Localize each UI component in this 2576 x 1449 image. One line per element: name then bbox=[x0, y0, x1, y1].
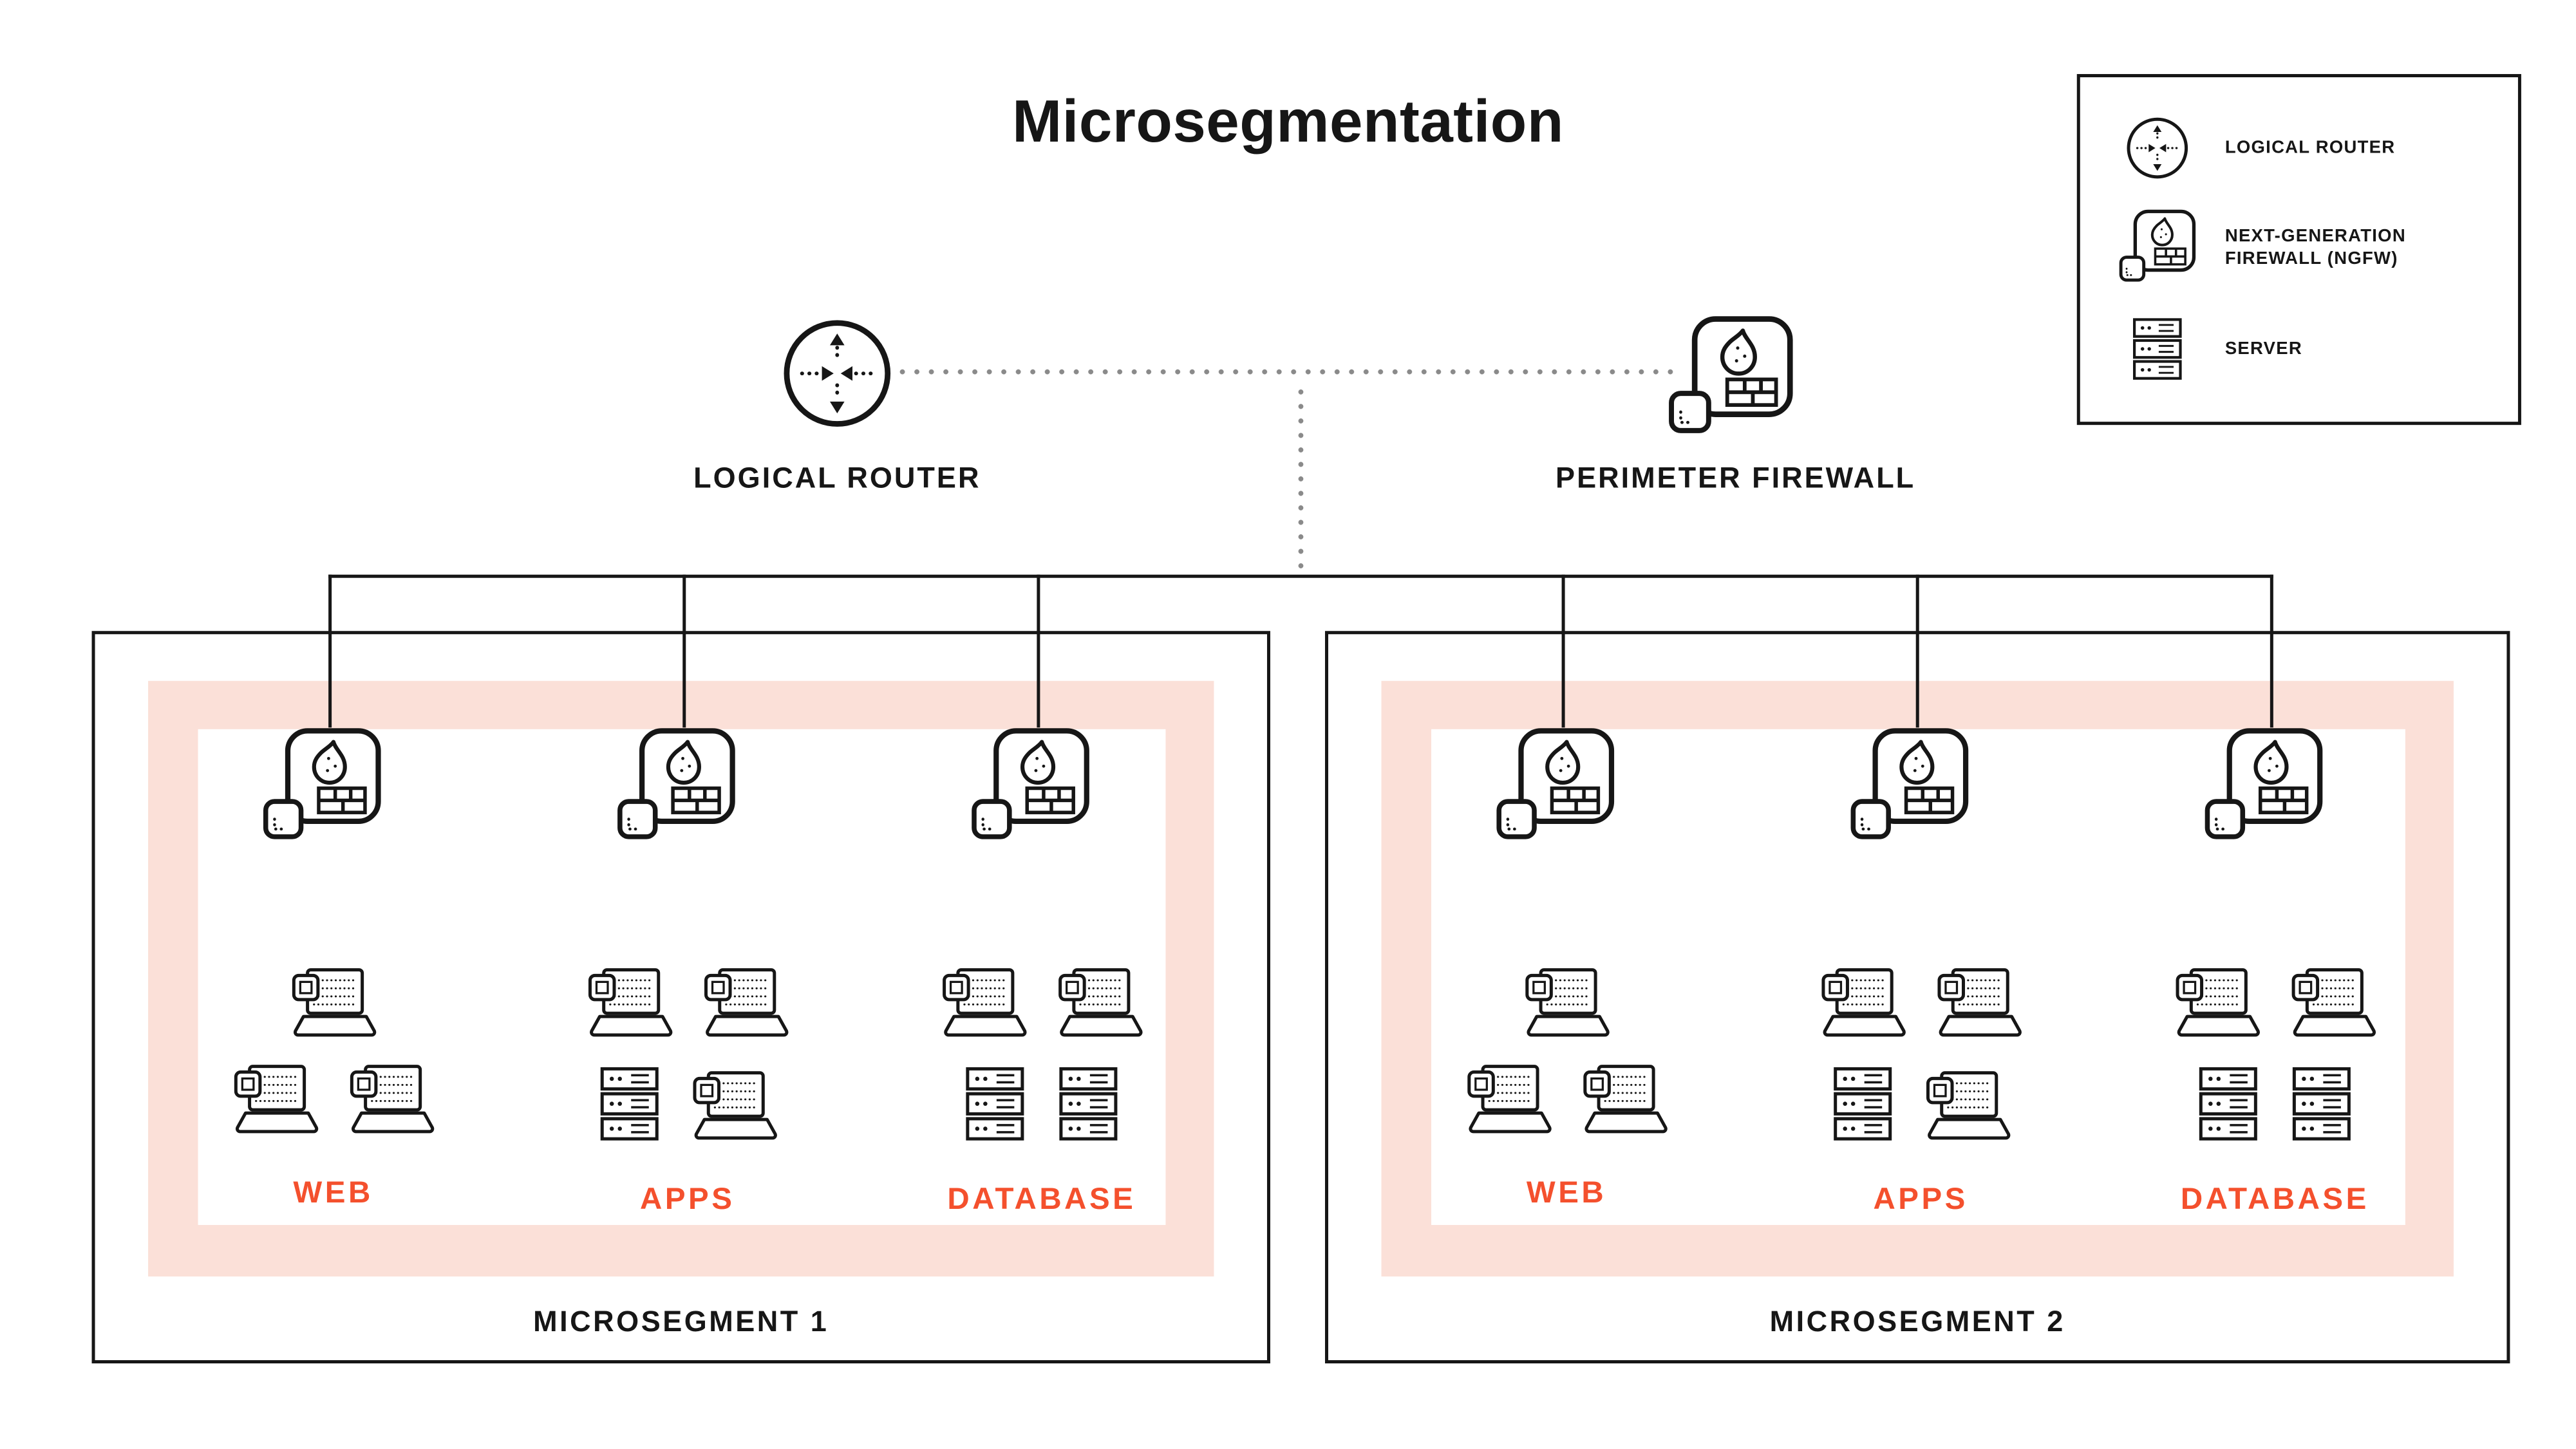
device-row bbox=[1816, 968, 2026, 1042]
tier-label: WEB bbox=[1526, 1176, 1607, 1211]
ngfw-icon bbox=[971, 727, 1090, 846]
device-row bbox=[1462, 968, 1671, 1042]
laptop-icon bbox=[1520, 968, 1613, 1042]
microsegment-2-tier-apps: APPS bbox=[1779, 727, 2062, 1219]
tier-label: APPS bbox=[640, 1183, 735, 1217]
device-group bbox=[937, 968, 1146, 1145]
laptop-icon bbox=[1816, 968, 1910, 1042]
ngfw-icon bbox=[1496, 727, 1615, 846]
server-icon bbox=[1053, 1064, 1123, 1145]
server-icon bbox=[959, 1064, 1030, 1145]
segment-label: MICROSEGMENT 2 bbox=[1769, 1305, 2065, 1338]
legend: LOGICAL ROUTER NEXT-GENERATION FIREWALL … bbox=[2076, 74, 2521, 425]
router-to-perimeter-firewall-connector bbox=[895, 368, 1675, 375]
server-icon bbox=[594, 1064, 665, 1145]
laptop-icon bbox=[1932, 968, 2026, 1042]
laptop-icon bbox=[287, 968, 380, 1042]
device-row bbox=[2170, 968, 2380, 1042]
server-icon bbox=[2116, 315, 2199, 383]
drop-line bbox=[682, 574, 686, 728]
laptop-icon bbox=[937, 968, 1030, 1042]
device-group bbox=[1816, 968, 2026, 1145]
device-group bbox=[1462, 968, 1671, 1138]
laptop-icon bbox=[583, 968, 676, 1042]
microsegment-1-tier-web: WEB bbox=[192, 727, 475, 1212]
logical-router-icon bbox=[2116, 116, 2199, 180]
laptop-icon bbox=[1053, 968, 1146, 1042]
tier-label: APPS bbox=[1873, 1183, 1968, 1217]
device-row bbox=[937, 968, 1146, 1042]
device-row bbox=[1462, 1064, 1671, 1138]
ngfw-icon bbox=[263, 727, 382, 846]
device-row bbox=[1816, 1064, 2026, 1145]
drop-line bbox=[1915, 574, 1919, 728]
legend-label: NEXT-GENERATION FIREWALL (NGFW) bbox=[2224, 226, 2406, 269]
laptop-icon bbox=[699, 968, 792, 1042]
device-row bbox=[937, 1064, 1146, 1145]
microsegment-1-tier-database: DATABASE bbox=[900, 727, 1183, 1219]
drop-line bbox=[1561, 574, 1565, 728]
bus-line bbox=[328, 574, 2273, 578]
drop-line bbox=[2270, 574, 2273, 728]
legend-label: SERVER bbox=[2224, 339, 2302, 359]
laptop-icon bbox=[1921, 1070, 2014, 1145]
server-icon bbox=[2193, 1064, 2264, 1145]
ngfw-icon bbox=[1850, 727, 1969, 846]
page-title: Microsegmentation bbox=[1012, 88, 1564, 155]
legend-item-server: SERVER bbox=[2116, 315, 2518, 383]
device-row bbox=[229, 1064, 438, 1138]
laptop-icon bbox=[1462, 1064, 1556, 1138]
server-icon bbox=[2286, 1064, 2357, 1145]
perimeter-firewall-label: PERIMETER FIREWALL bbox=[1556, 462, 1916, 494]
legend-label: LOGICAL ROUTER bbox=[2224, 138, 2396, 158]
device-group bbox=[2170, 968, 2380, 1145]
laptop-icon bbox=[2286, 968, 2380, 1042]
laptop-icon bbox=[2170, 968, 2264, 1042]
microsegment-1-tier-apps: APPS bbox=[546, 727, 829, 1219]
server-icon bbox=[1827, 1064, 1898, 1145]
microsegment-2-tier-database: DATABASE bbox=[2133, 727, 2416, 1219]
microsegment-2-tier-web: WEB bbox=[1425, 727, 1708, 1212]
device-group bbox=[229, 968, 438, 1138]
ngfw-icon bbox=[2116, 209, 2199, 286]
logical-router-label: LOGICAL ROUTER bbox=[693, 462, 981, 494]
drop-line bbox=[328, 574, 332, 728]
laptop-icon bbox=[344, 1064, 438, 1138]
ngfw-icon bbox=[617, 727, 736, 846]
device-row bbox=[583, 968, 792, 1042]
perimeter-to-bus-connector bbox=[1297, 384, 1304, 577]
device-row bbox=[583, 1064, 792, 1145]
tier-label: DATABASE bbox=[947, 1183, 1136, 1217]
laptop-icon bbox=[688, 1070, 781, 1145]
legend-item-logical-router: LOGICAL ROUTER bbox=[2116, 116, 2518, 180]
logical-router-icon bbox=[781, 317, 894, 430]
drop-line bbox=[1037, 574, 1040, 728]
perimeter-firewall-icon bbox=[1668, 315, 1794, 441]
ngfw-icon bbox=[2204, 727, 2323, 846]
microsegment-2: WEB APPS bbox=[1324, 631, 2510, 1364]
tier-label: WEB bbox=[293, 1176, 373, 1211]
device-row bbox=[229, 968, 438, 1042]
legend-item-ngfw: NEXT-GENERATION FIREWALL (NGFW) bbox=[2116, 209, 2518, 286]
tier-label: DATABASE bbox=[2180, 1183, 2369, 1217]
microsegment-1: WEB APPS bbox=[91, 631, 1270, 1364]
laptop-icon bbox=[1578, 1064, 1671, 1138]
device-row bbox=[2170, 1064, 2380, 1145]
device-group bbox=[583, 968, 792, 1145]
segment-label: MICROSEGMENT 1 bbox=[533, 1305, 829, 1338]
laptop-icon bbox=[229, 1064, 322, 1138]
